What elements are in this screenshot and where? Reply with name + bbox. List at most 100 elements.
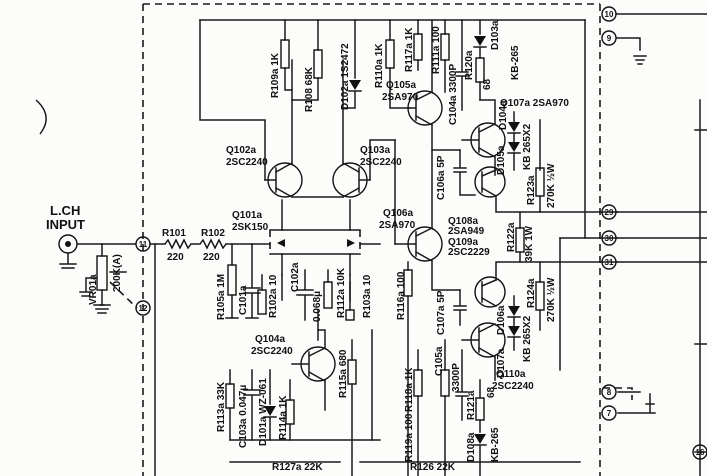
label-r101-value: 220 <box>167 252 184 263</box>
label-r111a: R111a 100 <box>431 26 442 74</box>
label-r118a: R118a 1K <box>404 367 415 412</box>
label-q110a: Q110a <box>496 369 526 380</box>
q110a-stage <box>461 295 521 381</box>
label-r115a: R115a 680 <box>338 349 349 398</box>
label-r105a: R105a 1M <box>216 274 227 320</box>
label-q104a: Q104a <box>255 334 285 345</box>
label-d105a-type: KB 265X2 <box>522 123 533 170</box>
q101a-jfet-pair <box>269 199 381 276</box>
input-chain <box>150 238 271 476</box>
svg-text:12: 12 <box>139 304 148 313</box>
label-r121a-value: 68 <box>486 386 497 398</box>
driver-column-bottom <box>359 339 581 476</box>
label-r116a: R116a 100 <box>396 271 407 320</box>
label-d107a-type: KB 265X2 <box>522 315 533 362</box>
node-8: 8 <box>601 384 617 400</box>
label-c105a: C105a <box>434 346 445 376</box>
node-29: 29 <box>601 204 617 220</box>
label-d108a-type: KB-265 <box>490 427 501 462</box>
board-boundary <box>142 3 633 476</box>
label-q106a-type: 2SA970 <box>379 220 416 231</box>
label-q101a-type: 2SK150 <box>232 222 269 233</box>
node-30: 30 <box>601 230 617 246</box>
label-r122a-value: 39K 1W <box>524 225 535 262</box>
label-r127a: R127a 22K <box>272 462 323 473</box>
node-31: 31 <box>601 254 617 270</box>
label-d106a: D106a <box>496 305 507 335</box>
label-vr01a-value: 200K(A) <box>112 254 123 292</box>
label-r126: R126 22K <box>410 462 456 473</box>
label-r109a: R109a 1K <box>270 52 281 98</box>
label-r103a: R103a 10 <box>362 274 373 318</box>
label-c103a: C103a 0.047μ <box>238 385 249 448</box>
label-c102a-value: 0.068μ <box>312 291 323 322</box>
label-q102a-type: 2SC2240 <box>226 157 268 168</box>
node-9: 9 <box>601 30 617 46</box>
label-q108a-type: 2SA949 <box>448 226 485 237</box>
label-r117a: R117a 1K <box>404 27 415 72</box>
svg-text:29: 29 <box>605 208 614 217</box>
q106a-stage <box>394 139 461 476</box>
label-r108: R108 68K <box>304 66 315 112</box>
label-d103a-type: KB-265 <box>510 45 521 80</box>
label-r114a: R114a 1K <box>278 395 289 440</box>
label-q104a-type: 2SC2240 <box>251 346 293 357</box>
label-q102a: Q102a <box>226 145 256 156</box>
label-c104a: C104a 3300P <box>448 64 459 125</box>
svg-text:31: 31 <box>605 258 614 267</box>
label-d108a: D108a <box>466 432 477 462</box>
svg-text:16: 16 <box>696 448 705 457</box>
label-r121a: R121a <box>466 390 477 420</box>
label-r124a-value: 270K ½W <box>546 277 557 322</box>
label-c106a: C106a 5P <box>436 155 447 200</box>
label-q110a-type: 2SC2240 <box>492 381 534 392</box>
label-r102-value: 220 <box>203 252 220 263</box>
q107a-stage <box>461 99 521 176</box>
label-r101: R101 <box>162 228 186 239</box>
svg-text:8: 8 <box>607 388 612 397</box>
label-q109a-type: 2SC2229 <box>448 247 490 258</box>
input-label-line2: INPUT <box>46 217 85 232</box>
node-12: 12 <box>135 300 151 316</box>
svg-text:11: 11 <box>139 240 148 249</box>
label-r110a: R110a 1K <box>374 43 385 88</box>
label-d107a: D107a <box>496 348 507 378</box>
label-r120a: R120a <box>464 50 475 80</box>
label-c101a: C101a <box>238 285 249 315</box>
label-q103a-type: 2SC2240 <box>360 157 402 168</box>
node-7: 7 <box>601 405 617 421</box>
svg-text:9: 9 <box>607 34 612 43</box>
bias-network-top <box>280 19 411 109</box>
label-vr01a: VR01a <box>88 274 99 305</box>
label-r120a-value: 68 <box>482 78 493 90</box>
label-q108a: Q108a <box>448 216 478 227</box>
label-d104a: D104a <box>498 100 509 130</box>
q108a-stage <box>453 19 619 239</box>
label-r124a: R124a <box>526 278 537 308</box>
q102a-q103a-pair <box>199 19 586 199</box>
svg-text:7: 7 <box>607 409 612 418</box>
stray-mark <box>35 99 47 135</box>
driver-column-top <box>455 19 487 111</box>
label-r112a: R112a 10K <box>336 267 347 318</box>
label-c102a: C102a <box>290 262 301 292</box>
label-d105a: D105a <box>496 145 507 175</box>
label-q103a: Q103a <box>360 145 390 156</box>
label-r122a: R122a <box>506 222 517 252</box>
label-r113a: R113a 33K <box>216 381 227 432</box>
label-q101a: Q101a <box>232 210 262 221</box>
label-q105a-type: 2SA970 <box>382 92 419 103</box>
label-q107a: Q107a 2SA970 <box>500 98 569 109</box>
label-r119a: R119a 100 <box>404 413 415 462</box>
node-10: 10 <box>601 6 617 22</box>
right-bus <box>616 13 707 476</box>
q109a-stage <box>453 211 619 371</box>
label-r102a: R102a 10 <box>268 274 279 318</box>
label-d101a: D101a WZ-061 <box>258 378 269 446</box>
label-q109a: Q109a <box>448 237 478 248</box>
node-16: 16 <box>692 444 707 460</box>
label-d102a: D102a 1S2472 <box>340 43 351 110</box>
label-r123a-value: 270K ½W <box>546 163 557 208</box>
